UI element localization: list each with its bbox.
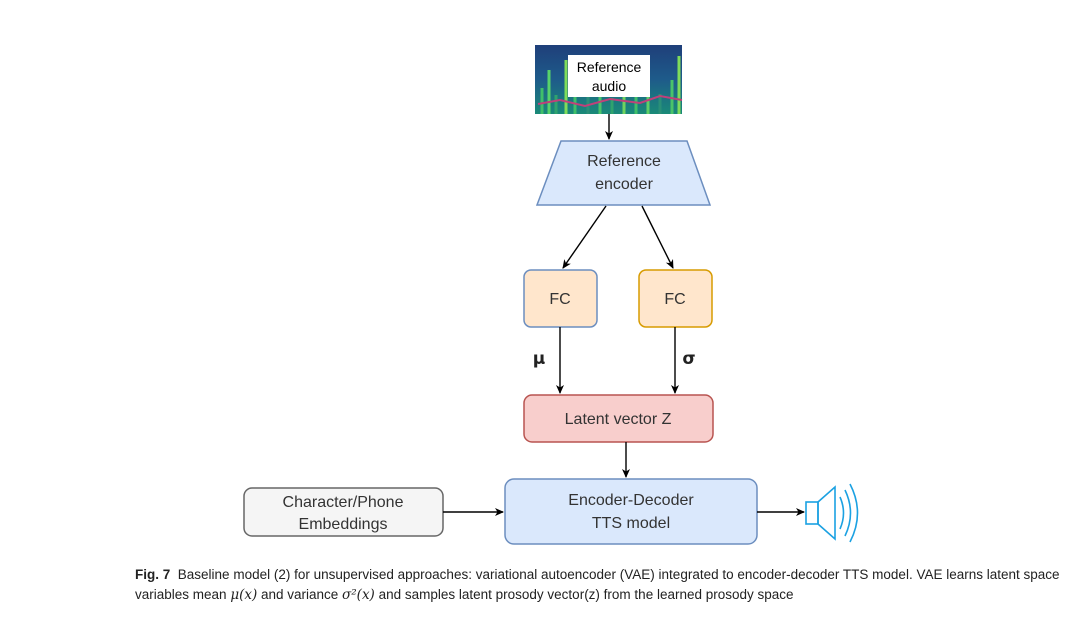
caption-text-b: and variance: [257, 587, 343, 602]
pitch-contour: [537, 94, 683, 108]
caption-mu-expression: μ(x): [230, 587, 258, 603]
fc-sigma-node: FC: [638, 269, 713, 328]
edge-encoder-to-fc-mu: [562, 205, 607, 269]
caption-sigma-expression: σ²(x): [342, 587, 375, 603]
figure-caption: Fig. 7 Baseline model (2) for unsupervis…: [135, 565, 1065, 605]
tts-model-box: [504, 478, 758, 545]
tts-model-label-line2: TTS model: [592, 515, 670, 532]
edge-encoder-to-fc-sigma: [641, 205, 674, 269]
reference-encoder-node: Reference encoder: [535, 140, 712, 206]
tts-model-label-line1: Encoder-Decoder: [568, 492, 694, 509]
edges: [443, 114, 805, 516]
fc-mu-label: FC: [549, 291, 570, 308]
char-embeddings-label-line1: Character/Phone: [283, 494, 404, 511]
char-embeddings-node: Character/Phone Embeddings: [243, 487, 444, 537]
caption-text-c: and samples latent prosody vector(z) fro…: [374, 587, 794, 602]
caption-text-a: Baseline model (2) for unsupervised appr…: [135, 567, 1060, 602]
fc-sigma-label: FC: [664, 291, 685, 308]
reference-encoder-shape: [535, 140, 712, 206]
reference-audio-label-bg: [568, 55, 650, 97]
reference-encoder-label-line2: encoder: [595, 176, 653, 193]
latent-vector-label: Latent vector Z: [565, 411, 672, 428]
mu-edge-label: μ: [533, 349, 546, 369]
reference-encoder-label-line1: Reference: [587, 153, 661, 170]
figure-number: Fig. 7: [135, 567, 171, 582]
tts-model-node: Encoder-Decoder TTS model: [504, 478, 758, 545]
latent-vector-node: Latent vector Z: [523, 394, 714, 443]
latent-vector-box: [523, 394, 714, 443]
char-embeddings-label-line2: Embeddings: [299, 516, 388, 533]
sigma-edge-label: σ: [682, 349, 695, 369]
reference-audio-node: Reference audio: [535, 45, 683, 114]
vae-diagram: Reference audio Reference encoder FC FC …: [243, 45, 859, 545]
fc-mu-node: FC: [523, 269, 598, 328]
reference-audio-label-line1: Reference: [577, 59, 642, 75]
reference-audio-label-line2: audio: [592, 78, 626, 94]
speaker-icon: [805, 483, 859, 543]
